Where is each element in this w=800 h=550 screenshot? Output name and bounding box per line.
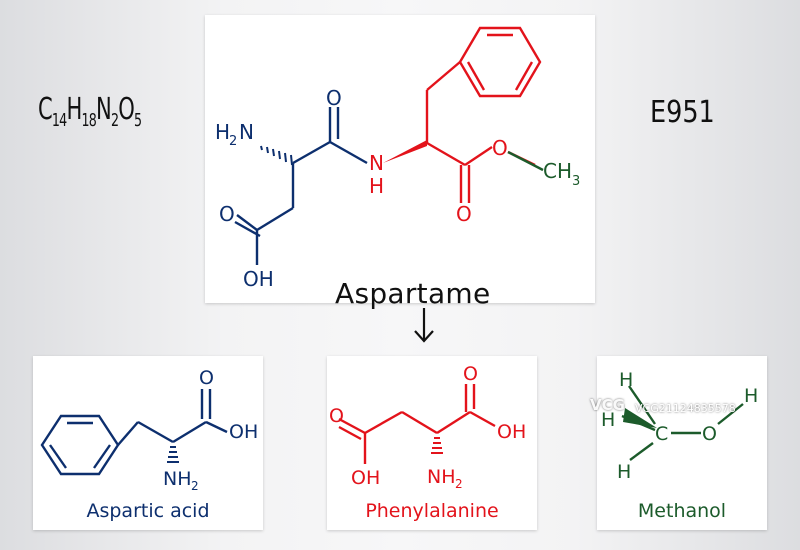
methanol-h-top: H — [619, 369, 633, 391]
formula-n: N — [96, 92, 112, 127]
arrow-down-icon — [414, 308, 434, 343]
watermark-logo: VCG — [590, 396, 625, 414]
e-number-label: E951 — [650, 95, 715, 130]
ester-o: O — [492, 136, 508, 160]
formula-c-count: 14 — [51, 110, 67, 131]
methanol-caption: Methanol — [637, 500, 727, 522]
methanol-h-right: H — [744, 385, 758, 407]
aspartame-structure: H 2 N O O OH N H O O CH 3 — [215, 26, 580, 291]
formula-h: H — [66, 92, 82, 127]
aspartame-phenyl-ring — [458, 26, 542, 98]
methanol-h-left: H — [601, 409, 615, 431]
phenyl-nh: NH — [427, 466, 456, 488]
aspartame-title: Aspartame — [335, 277, 491, 310]
methanol-c: C — [655, 423, 668, 445]
amine-n: N — [239, 120, 254, 144]
aspartic-nh-sub: 2 — [191, 479, 199, 493]
aspartic-nh: NH — [163, 468, 192, 490]
acid-carbonyl-o: O — [219, 202, 235, 226]
methanol-panel: H H H H C O Methanol — [597, 356, 767, 530]
formula-c: C — [38, 92, 53, 127]
phenyl-oh-bottom: OH — [351, 467, 380, 489]
formula-n-count: 2 — [110, 110, 119, 131]
amine-h-sub: 2 — [229, 134, 237, 149]
methyl-sub: 3 — [572, 174, 580, 189]
aspartic-o: O — [199, 367, 214, 389]
methyl-bond — [507, 150, 544, 172]
wedge-bond-red — [383, 140, 427, 163]
ester-carbonyl-o: O — [456, 202, 472, 226]
phenyl-o-left: O — [329, 405, 344, 427]
phenyl-nh-sub: 2 — [455, 477, 463, 491]
aspartic-acid-panel: O OH NH 2 Aspartic acid — [33, 356, 263, 530]
methanol-wedge — [623, 408, 657, 428]
aspartic-acid-caption: Aspartic acid — [86, 500, 210, 522]
amide-carbonyl-o: O — [326, 86, 342, 110]
hash-bond-navy — [260, 145, 293, 166]
aspartic-oh: OH — [229, 421, 258, 443]
molecular-formula: C14H18N2O5 — [38, 92, 142, 131]
phenylalanine-caption: Phenylalanine — [365, 500, 499, 522]
methanol-structure: H H H H C O — [601, 369, 758, 483]
amine-h: H — [215, 120, 230, 144]
formula-h-count: 18 — [81, 110, 97, 131]
formula-o: O — [118, 92, 135, 127]
aspartame-panel: H 2 N O O OH N H O O CH 3 Aspartame — [205, 15, 595, 310]
methanol-h-bottom: H — [617, 461, 631, 483]
aspartyl-chain — [234, 107, 368, 265]
methanol-o: O — [702, 423, 717, 445]
acid-oh: OH — [243, 267, 274, 291]
aspartic-acid-structure: O OH NH 2 — [40, 367, 258, 493]
phenylalanine-structure: O O OH OH NH 2 — [329, 363, 526, 491]
benzene-ring — [40, 389, 228, 476]
phenylalanine-bonds — [338, 384, 496, 464]
phenyl-oh-right: OH — [497, 421, 526, 443]
phenylalanine-panel: O O OH OH NH 2 Phenylalanine — [327, 356, 537, 530]
hash-bond-red — [431, 437, 443, 454]
phenyl-o-top: O — [463, 363, 478, 385]
formula-o-count: 5 — [134, 110, 142, 131]
amide-h: H — [369, 174, 384, 198]
watermark-code: VCG21124835578 — [635, 402, 736, 415]
methyl-ch: CH — [543, 159, 572, 183]
hash-bond — [167, 446, 179, 463]
amide-n: N — [369, 151, 384, 175]
